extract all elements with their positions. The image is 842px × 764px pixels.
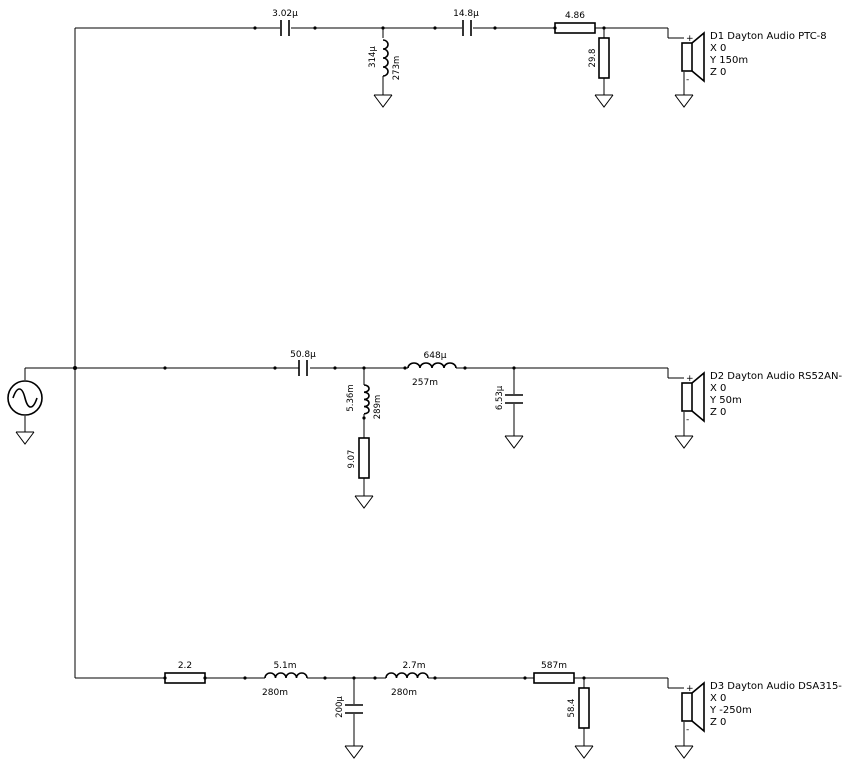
capacitor-c4[interactable]: 6.53µ — [495, 385, 523, 410]
resistor-r4[interactable]: 2.2 — [164, 661, 206, 684]
resistor-r6[interactable]: 58.4 — [567, 687, 590, 729]
d3-x-label: X 0 — [710, 693, 726, 704]
l3-value-label: 648µ — [424, 351, 447, 361]
ground-icon — [373, 94, 393, 108]
d1-y-label: Y 150m — [709, 55, 748, 66]
resistor-r1[interactable]: 4.86 — [554, 11, 596, 34]
l1-resistance-label: 273m — [392, 56, 402, 81]
inductor-l1[interactable]: 314µ 273m — [368, 39, 402, 81]
ground-icons — [15, 94, 694, 759]
ac-source-icon[interactable] — [7, 380, 43, 416]
inductor-l5[interactable]: 2.7m 280m — [385, 661, 429, 698]
capacitor-c1[interactable]: 3.02µ — [272, 9, 298, 36]
d1-name-label: D1 Dayton Audio PTC-8 — [710, 31, 827, 42]
ground-icon — [674, 435, 694, 449]
l2-value-label: 5.36m — [346, 384, 356, 411]
c3-value-label: 50.8µ — [290, 350, 316, 360]
ground-icon — [344, 745, 364, 759]
d1-z-label: Z 0 — [710, 67, 726, 78]
l4-resistance-label: 280m — [262, 688, 288, 698]
inductor-l3[interactable]: 648µ 257m — [407, 351, 457, 388]
r1-value-label: 4.86 — [565, 11, 585, 21]
r4-value-label: 2.2 — [178, 661, 192, 671]
junction-dots — [73, 26, 606, 680]
d3-minus-label: - — [686, 725, 689, 735]
wires — [24, 27, 685, 746]
d2-z-label: Z 0 — [710, 407, 726, 418]
d2-y-label: Y 50m — [709, 395, 742, 406]
l3-resistance-label: 257m — [412, 378, 438, 388]
r2-value-label: 29.8 — [588, 49, 598, 68]
ground-icon — [594, 94, 614, 108]
ground-icon — [674, 745, 694, 759]
inductor-l2[interactable]: 5.36m 289m — [346, 384, 383, 419]
l2-resistance-label: 289m — [373, 395, 383, 420]
d1-plus-label: + — [686, 34, 694, 44]
ground-icon — [574, 745, 594, 759]
speaker-d2[interactable]: + - D2 Dayton Audio RS52AN-8 X 0 Y 50m Z… — [681, 371, 842, 425]
d2-minus-label: - — [686, 415, 689, 425]
d2-name-label: D2 Dayton Audio RS52AN-8 — [710, 371, 842, 382]
c4-value-label: 6.53µ — [495, 385, 505, 410]
d1-minus-label: - — [686, 75, 689, 85]
speaker-d1[interactable]: + - D1 Dayton Audio PTC-8 X 0 Y 150m Z 0 — [681, 31, 827, 85]
r5-value-label: 587m — [541, 661, 567, 671]
c1-value-label: 3.02µ — [272, 9, 298, 19]
d3-plus-label: + — [686, 684, 694, 694]
resistor-r2[interactable]: 29.8 — [588, 37, 610, 79]
c5-value-label: 200µ — [335, 696, 345, 718]
r3-value-label: 9.07 — [347, 450, 357, 469]
capacitor-c3[interactable]: 50.8µ — [290, 350, 316, 376]
inductor-l4[interactable]: 5.1m 280m — [262, 661, 308, 698]
ground-icon — [674, 94, 694, 108]
d2-plus-label: + — [686, 374, 694, 384]
resistor-r3[interactable]: 9.07 — [347, 437, 370, 479]
l4-value-label: 5.1m — [273, 661, 296, 671]
resistor-r5[interactable]: 587m — [533, 661, 575, 684]
r6-value-label: 58.4 — [567, 699, 577, 718]
capacitor-c5[interactable]: 200µ — [335, 696, 363, 718]
capacitor-c2[interactable]: 14.8µ — [453, 9, 479, 36]
l1-value-label: 314µ — [368, 46, 378, 68]
d1-x-label: X 0 — [710, 43, 726, 54]
l5-resistance-label: 280m — [391, 688, 417, 698]
d2-x-label: X 0 — [710, 383, 726, 394]
c2-value-label: 14.8µ — [453, 9, 479, 19]
d3-y-label: Y -250m — [709, 705, 752, 716]
ground-icon — [15, 431, 35, 445]
speaker-d3[interactable]: + - D3 Dayton Audio DSA315-8 X 0 Y -250m… — [681, 681, 842, 735]
d3-name-label: D3 Dayton Audio DSA315-8 — [710, 681, 842, 692]
ground-icon — [354, 495, 374, 509]
ground-icon — [504, 435, 524, 449]
d3-z-label: Z 0 — [710, 717, 726, 728]
l5-value-label: 2.7m — [402, 661, 425, 671]
